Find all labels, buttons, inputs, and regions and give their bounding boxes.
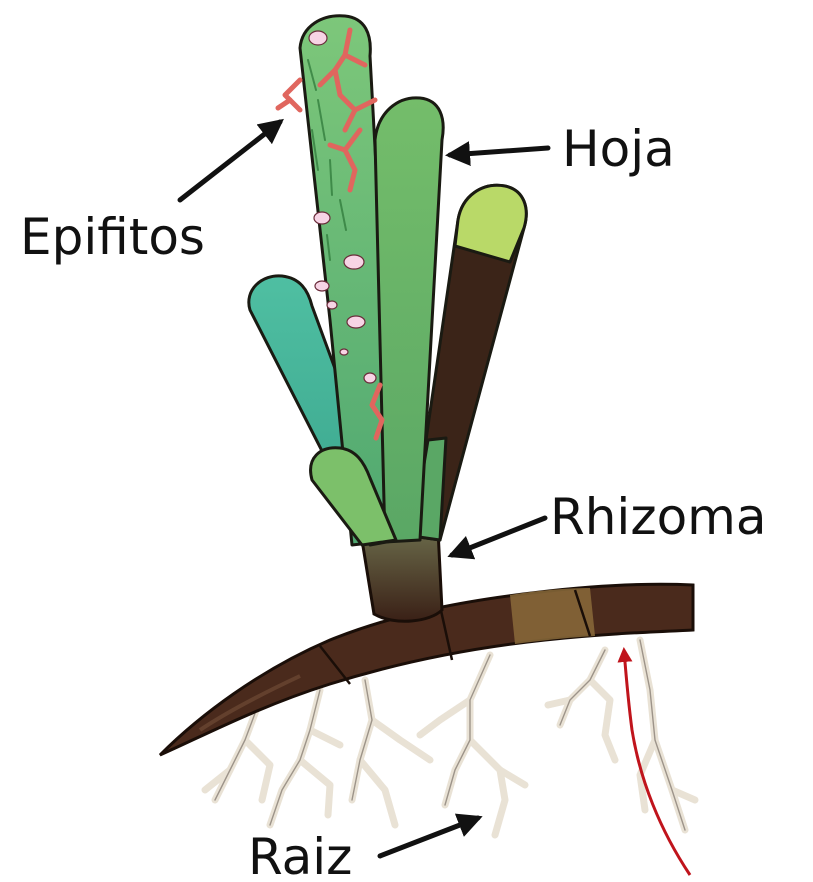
label-rhizome: Rhizoma: [550, 488, 767, 546]
label-epiphytes: Epifitos: [20, 208, 205, 266]
label-root: Raiz: [248, 828, 352, 882]
leaf-dead-tip: [455, 185, 526, 262]
label-leaf: Hoja: [562, 120, 675, 178]
arrow-leaf: [450, 148, 548, 155]
leaves: [249, 16, 526, 545]
flow-arrow: [624, 650, 690, 875]
arrow-epiphytes: [180, 122, 280, 200]
arrow-rhizome: [452, 518, 545, 555]
